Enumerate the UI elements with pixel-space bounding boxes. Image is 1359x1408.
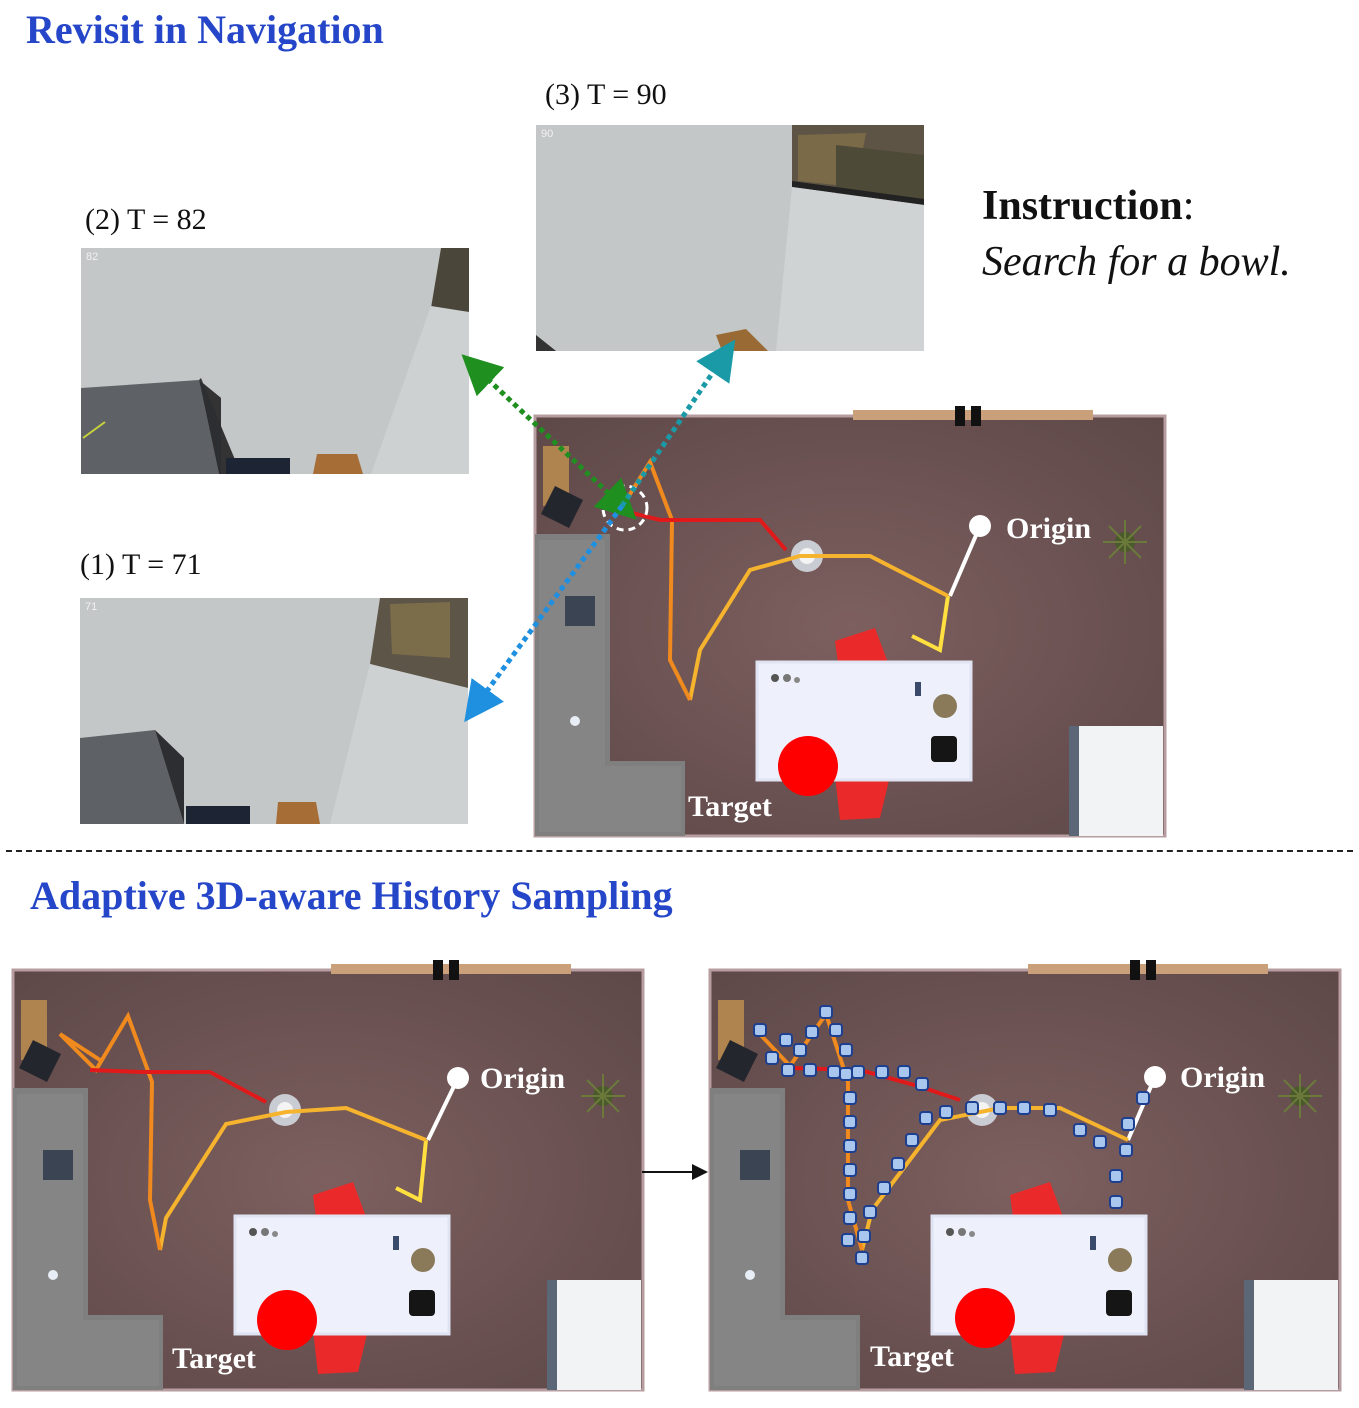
history-node — [916, 1078, 928, 1090]
history-node — [1074, 1124, 1086, 1136]
history-node — [994, 1102, 1006, 1114]
history-node — [844, 1188, 856, 1200]
history-node — [1122, 1118, 1134, 1130]
history-node — [794, 1044, 806, 1056]
history-node — [840, 1068, 852, 1080]
history-node — [906, 1134, 918, 1146]
target-label: Target — [870, 1340, 954, 1373]
history-node — [892, 1158, 904, 1170]
history-node — [844, 1140, 856, 1152]
history-node — [1120, 1144, 1132, 1156]
history-node — [852, 1066, 864, 1078]
history-node — [966, 1102, 978, 1114]
target-label: Target — [688, 790, 772, 823]
history-node — [1018, 1102, 1030, 1114]
history-node — [844, 1212, 856, 1224]
history-node — [1094, 1136, 1106, 1148]
history-node — [844, 1116, 856, 1128]
history-node — [1044, 1104, 1056, 1116]
history-node — [864, 1206, 876, 1218]
history-node — [940, 1106, 952, 1118]
history-node — [898, 1066, 910, 1078]
origin-label: Origin — [1006, 512, 1091, 545]
history-node — [844, 1092, 856, 1104]
history-node — [842, 1234, 854, 1246]
origin-label: Origin — [480, 1062, 565, 1095]
history-node — [806, 1026, 818, 1038]
history-node — [754, 1024, 766, 1036]
target-dot — [778, 736, 838, 796]
history-node — [878, 1182, 890, 1194]
bottom-right-map: Origin Target — [710, 960, 1340, 1390]
history-node — [780, 1034, 792, 1046]
history-node — [858, 1230, 870, 1242]
target-dot — [257, 1290, 317, 1350]
origin-label: Origin — [1180, 1061, 1265, 1094]
origin-dot — [447, 1067, 469, 1089]
bottom-left-map: Origin Target — [13, 960, 643, 1390]
history-node — [1110, 1196, 1122, 1208]
history-node — [830, 1024, 842, 1036]
history-node — [804, 1064, 816, 1076]
origin-dot — [969, 515, 991, 537]
origin-dot — [1144, 1066, 1166, 1088]
history-node — [844, 1164, 856, 1176]
history-node — [876, 1066, 888, 1078]
history-node — [920, 1112, 932, 1124]
top-map: Origin Target — [476, 356, 1165, 836]
target-dot — [955, 1288, 1015, 1348]
history-node — [828, 1066, 840, 1078]
history-node — [782, 1064, 794, 1076]
history-node — [1110, 1170, 1122, 1182]
history-node — [1137, 1092, 1149, 1104]
history-node — [766, 1052, 778, 1064]
history-node — [840, 1044, 852, 1056]
history-node — [856, 1252, 868, 1264]
target-label: Target — [172, 1342, 256, 1375]
history-node — [820, 1006, 832, 1018]
